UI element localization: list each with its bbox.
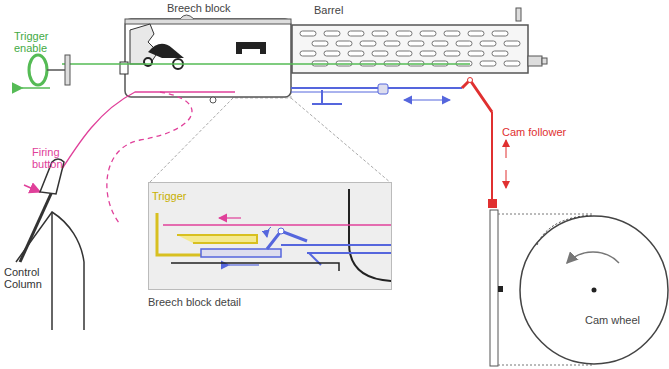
control-label: Trigger enable: [14, 30, 62, 54]
cooling-slot: [372, 31, 388, 36]
pivot: [144, 58, 152, 66]
firing-cable: [163, 224, 391, 225]
part-name: Control Column: [4, 266, 52, 290]
cooling-slot: [348, 31, 364, 36]
rod-coupling: [378, 84, 388, 94]
cooling-slot: [360, 41, 376, 46]
cam-wheel: Cam wheel: [519, 215, 669, 365]
trigger-enable-ring: [29, 55, 47, 85]
cooling-slot: [504, 41, 520, 46]
part-name: Trigger: [152, 190, 186, 202]
column-mount: [83, 262, 85, 330]
follower-nub: [498, 286, 503, 292]
cooling-slot: [312, 41, 328, 46]
pull-arrow: [22, 87, 50, 89]
sear: [148, 44, 184, 58]
motion-arrow: [404, 99, 450, 100]
column-quadrant: [16, 212, 84, 262]
cooling-slot: [396, 51, 412, 56]
column-mount: [51, 212, 53, 330]
rotation-arrow: [567, 252, 619, 263]
cooling-slots: [300, 31, 520, 66]
column-stick: [20, 185, 55, 262]
lock-mechanism: [130, 24, 158, 64]
follower-bar: [490, 210, 498, 366]
barrel: Barrel: [292, 25, 528, 73]
lever-pivot: [278, 228, 284, 234]
axle: [592, 288, 597, 293]
mount-lug: [210, 97, 216, 103]
part-name: Cam follower: [502, 126, 566, 138]
blue-slider: [201, 249, 281, 257]
trigger-enable-cable: [62, 63, 470, 65]
cooling-slot: [456, 41, 472, 46]
cooling-slot: [504, 61, 520, 66]
cooling-slot: [300, 31, 316, 36]
follower-rod: [491, 112, 493, 200]
node-label: Breech block detail: [148, 296, 241, 308]
control-label: Firing button: [32, 146, 78, 170]
sight: [180, 15, 194, 19]
cooling-slot: [420, 51, 436, 56]
firing-cable: [55, 92, 235, 180]
push-rod: [291, 87, 462, 89]
crank-pivot: [468, 78, 473, 83]
node-label: Breech block: [167, 2, 231, 14]
follower-coupling: [488, 199, 497, 208]
cooling-slot: [480, 41, 496, 46]
cooling-slot: [324, 31, 340, 36]
breech-block-body: [125, 19, 291, 97]
motion-arrow: [506, 140, 507, 158]
push-rod: [281, 245, 391, 253]
zoom-line: [149, 98, 233, 183]
cooling-slot: [444, 31, 460, 36]
node-label: Cam wheel: [585, 314, 640, 326]
cooling-slot: [300, 51, 316, 56]
cooling-slot: [348, 51, 364, 56]
blue-lever: [267, 231, 307, 249]
breech-block: Breech block: [125, 19, 291, 97]
cam-lobe: [537, 215, 594, 245]
cooling-slot: [420, 31, 436, 36]
cooling-slot: [408, 41, 424, 46]
cooling-slot: [492, 31, 508, 36]
extent-line: [498, 365, 594, 366]
cooling-slot: [324, 51, 340, 56]
housing-curve: [349, 189, 391, 281]
motion-arrow: [506, 170, 507, 188]
extent-line: [498, 214, 594, 215]
cooling-slot: [384, 41, 400, 46]
press-arrow: [24, 185, 40, 192]
cooling-slot: [468, 51, 484, 56]
feed-slot: [236, 42, 266, 54]
cooling-slot: [336, 41, 352, 46]
cooling-slot: [492, 51, 508, 56]
cooling-slot: [396, 31, 412, 36]
motion-arrow: [229, 264, 259, 265]
trigger-bar: [177, 235, 257, 243]
cooling-slot: [444, 51, 460, 56]
front-sight: [516, 8, 521, 21]
cooling-slot: [432, 41, 448, 46]
push-rod: [291, 92, 380, 93]
cam-wheel-illustration: [519, 215, 669, 365]
bell-crank: [462, 80, 492, 112]
cooling-slot: [372, 51, 388, 56]
barrel-jacket: [292, 25, 528, 73]
zoom-line: [291, 98, 391, 183]
breech-top-rail: [125, 19, 291, 24]
pull-arrow: [219, 217, 241, 218]
cooling-slot: [468, 31, 484, 36]
muzzle-tip: [542, 58, 547, 64]
enable-plate: [65, 55, 70, 85]
cam-wheel-outline: [520, 216, 668, 364]
muzzle: [528, 56, 542, 66]
frame-line: [171, 263, 339, 271]
cooling-slot: [480, 61, 496, 66]
node-label: Barrel: [314, 4, 343, 16]
rotation-arrow: [267, 227, 271, 237]
rod-support: [312, 90, 342, 104]
